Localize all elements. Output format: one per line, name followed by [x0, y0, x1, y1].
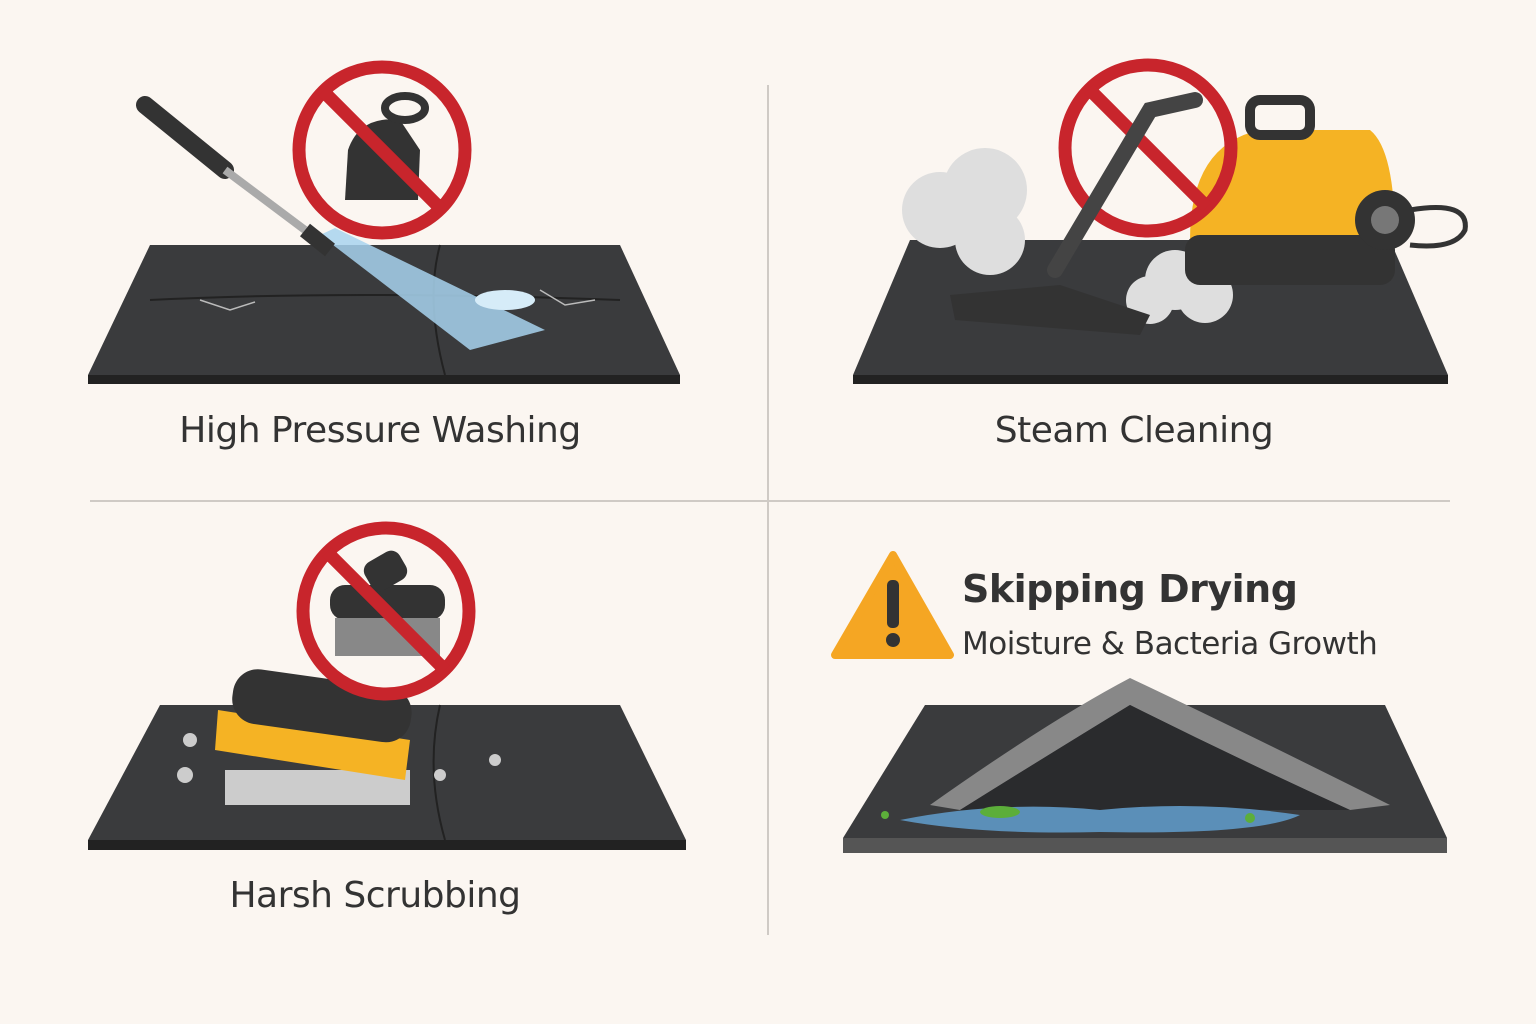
lifted-floor — [930, 678, 1390, 810]
steam-cleaning-illustration — [853, 58, 1468, 384]
prohibited-steam-cleaner-icon — [1058, 58, 1238, 238]
label-skipping-drying: Skipping Drying — [962, 567, 1298, 611]
prohibited-scrub-brush-icon — [296, 521, 476, 701]
steam-wand — [1047, 92, 1203, 278]
label-steam-cleaning: Steam Cleaning — [994, 410, 1274, 451]
harsh-scrubbing-illustration — [88, 521, 686, 850]
label-high-pressure-washing: High Pressure Washing — [179, 410, 581, 451]
steam-cloud-icon — [902, 148, 1233, 324]
pressure-washing-illustration — [88, 60, 680, 384]
skipping-drying-illustration — [831, 551, 1447, 853]
water-spray — [320, 228, 545, 350]
steam-nozzle — [950, 285, 1150, 335]
label-moisture-bacteria: Moisture & Bacteria Growth — [962, 626, 1378, 662]
prohibited-pressure-washer-icon — [292, 60, 472, 240]
floor-tile — [88, 245, 680, 375]
pressure-wand-icon — [136, 96, 234, 179]
steam-cleaner-machine-icon — [1185, 95, 1468, 285]
label-harsh-scrubbing: Harsh Scrubbing — [229, 875, 521, 916]
